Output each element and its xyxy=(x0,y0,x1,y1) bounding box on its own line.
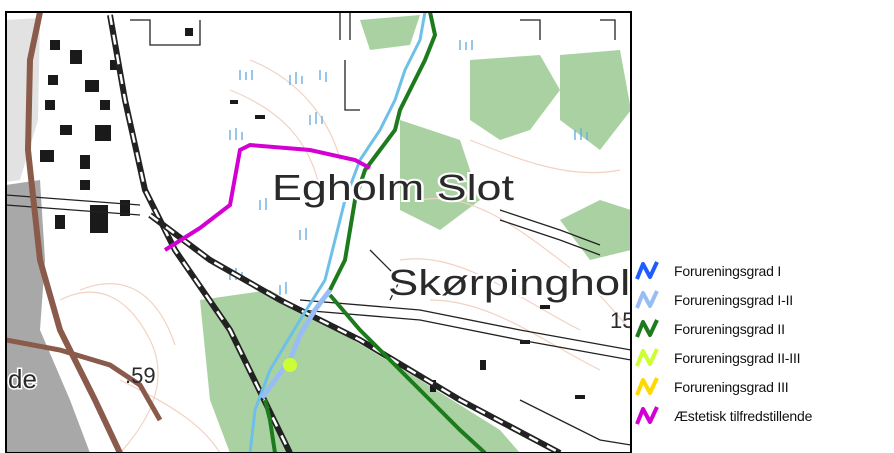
stroke-swatch-icon xyxy=(634,316,674,342)
legend-item: Æstetisk tilfredstillende xyxy=(634,401,894,430)
stroke-swatch-icon xyxy=(634,374,674,400)
stroke-swatch-icon xyxy=(634,287,674,313)
legend: Forureningsgrad I Forureningsgrad I-II F… xyxy=(634,256,894,430)
roads xyxy=(6,12,631,446)
stream-grade-ii-bottom xyxy=(263,399,277,453)
stream-grade-ii-lower xyxy=(328,293,487,453)
legend-item: Forureningsgrad II-III xyxy=(634,343,894,372)
contour-lines xyxy=(59,59,631,453)
label-edge-fragment: de xyxy=(8,364,37,394)
label-elevation: .59 xyxy=(125,363,156,388)
label-skorpingholm: Skørpingholm xyxy=(388,262,668,303)
water-stream xyxy=(248,12,427,453)
stream-grade-ii-iii-point xyxy=(283,358,297,372)
legend-item: Forureningsgrad II xyxy=(634,314,894,343)
stroke-swatch-icon xyxy=(634,258,674,284)
stream-grade-i-ii xyxy=(259,288,332,400)
stroke-swatch-icon xyxy=(634,403,674,429)
industrial-area xyxy=(6,180,90,453)
legend-label: Æstetisk tilfredstillende xyxy=(674,407,813,424)
legend-label: Forureningsgrad I-II xyxy=(674,291,793,308)
label-egholm-slot: Egholm Slot xyxy=(272,167,514,208)
stream-aesthetic xyxy=(163,142,371,252)
legend-label: Forureningsgrad II-III xyxy=(674,349,801,366)
railways xyxy=(107,14,562,453)
legend-label: Forureningsgrad III xyxy=(674,378,789,395)
legend-label: Forureningsgrad II xyxy=(674,320,785,337)
stroke-swatch-icon xyxy=(634,345,674,371)
legend-item: Forureningsgrad I xyxy=(634,256,894,285)
main-road xyxy=(24,12,123,453)
legend-label: Forureningsgrad I xyxy=(674,262,782,279)
main-road-lower xyxy=(6,337,163,422)
label-right-fragment: 15 xyxy=(610,308,634,333)
legend-item: Forureningsgrad III xyxy=(634,372,894,401)
legend-item: Forureningsgrad I-II xyxy=(634,285,894,314)
map-frame xyxy=(5,11,632,453)
stream-grade-ii xyxy=(328,12,438,291)
